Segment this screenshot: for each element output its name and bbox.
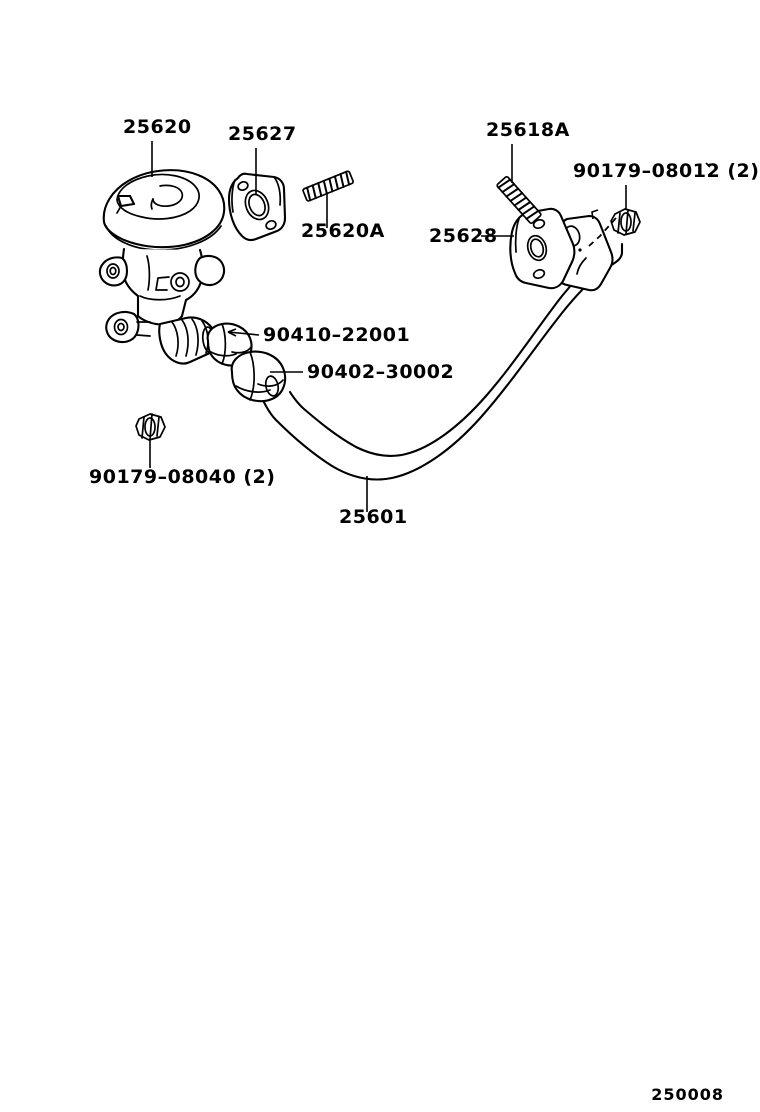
leader-90410-22001 — [227, 331, 260, 336]
union-connector-part[interactable] — [230, 350, 287, 403]
label-90179-08040: 90179–08040 (2) — [89, 466, 275, 488]
label-25628: 25628 — [429, 225, 498, 247]
figure-number: 250008 — [651, 1085, 724, 1104]
part-number-labels: 25620 25627 25620A 25618A 90179–08012 (2… — [89, 116, 759, 528]
label-25620: 25620 — [123, 116, 192, 138]
leader-lines — [149, 141, 627, 512]
nut-dashed-leader — [588, 217, 617, 247]
egr-valve-part[interactable] — [98, 169, 226, 344]
nut-hook-mark — [591, 209, 599, 220]
tick-mark-icon — [705, 162, 711, 168]
egr-valve-stud-bolt-part[interactable] — [302, 170, 354, 202]
egr-hose-pipe-part[interactable] — [260, 242, 624, 481]
label-25601: 25601 — [339, 506, 408, 528]
label-90410-22001: 90410–22001 — [263, 324, 410, 346]
label-25627: 25627 — [228, 123, 297, 145]
label-25620A: 25620A — [301, 220, 385, 242]
label-90179-08012: 90179–08012 (2) — [573, 160, 759, 182]
egr-pipe-stud-bolt-part[interactable] — [496, 175, 542, 225]
label-90402-30002: 90402–30002 — [307, 361, 454, 383]
egr-pipe-gasket-part[interactable] — [509, 207, 576, 290]
egr-pipe-nut-part[interactable] — [610, 208, 641, 236]
label-25618A: 25618A — [486, 119, 570, 141]
egr-valve-gasket-part[interactable] — [227, 172, 287, 242]
valve-mount-nut-part[interactable] — [135, 413, 166, 441]
leader-90410-arrow — [227, 328, 237, 337]
